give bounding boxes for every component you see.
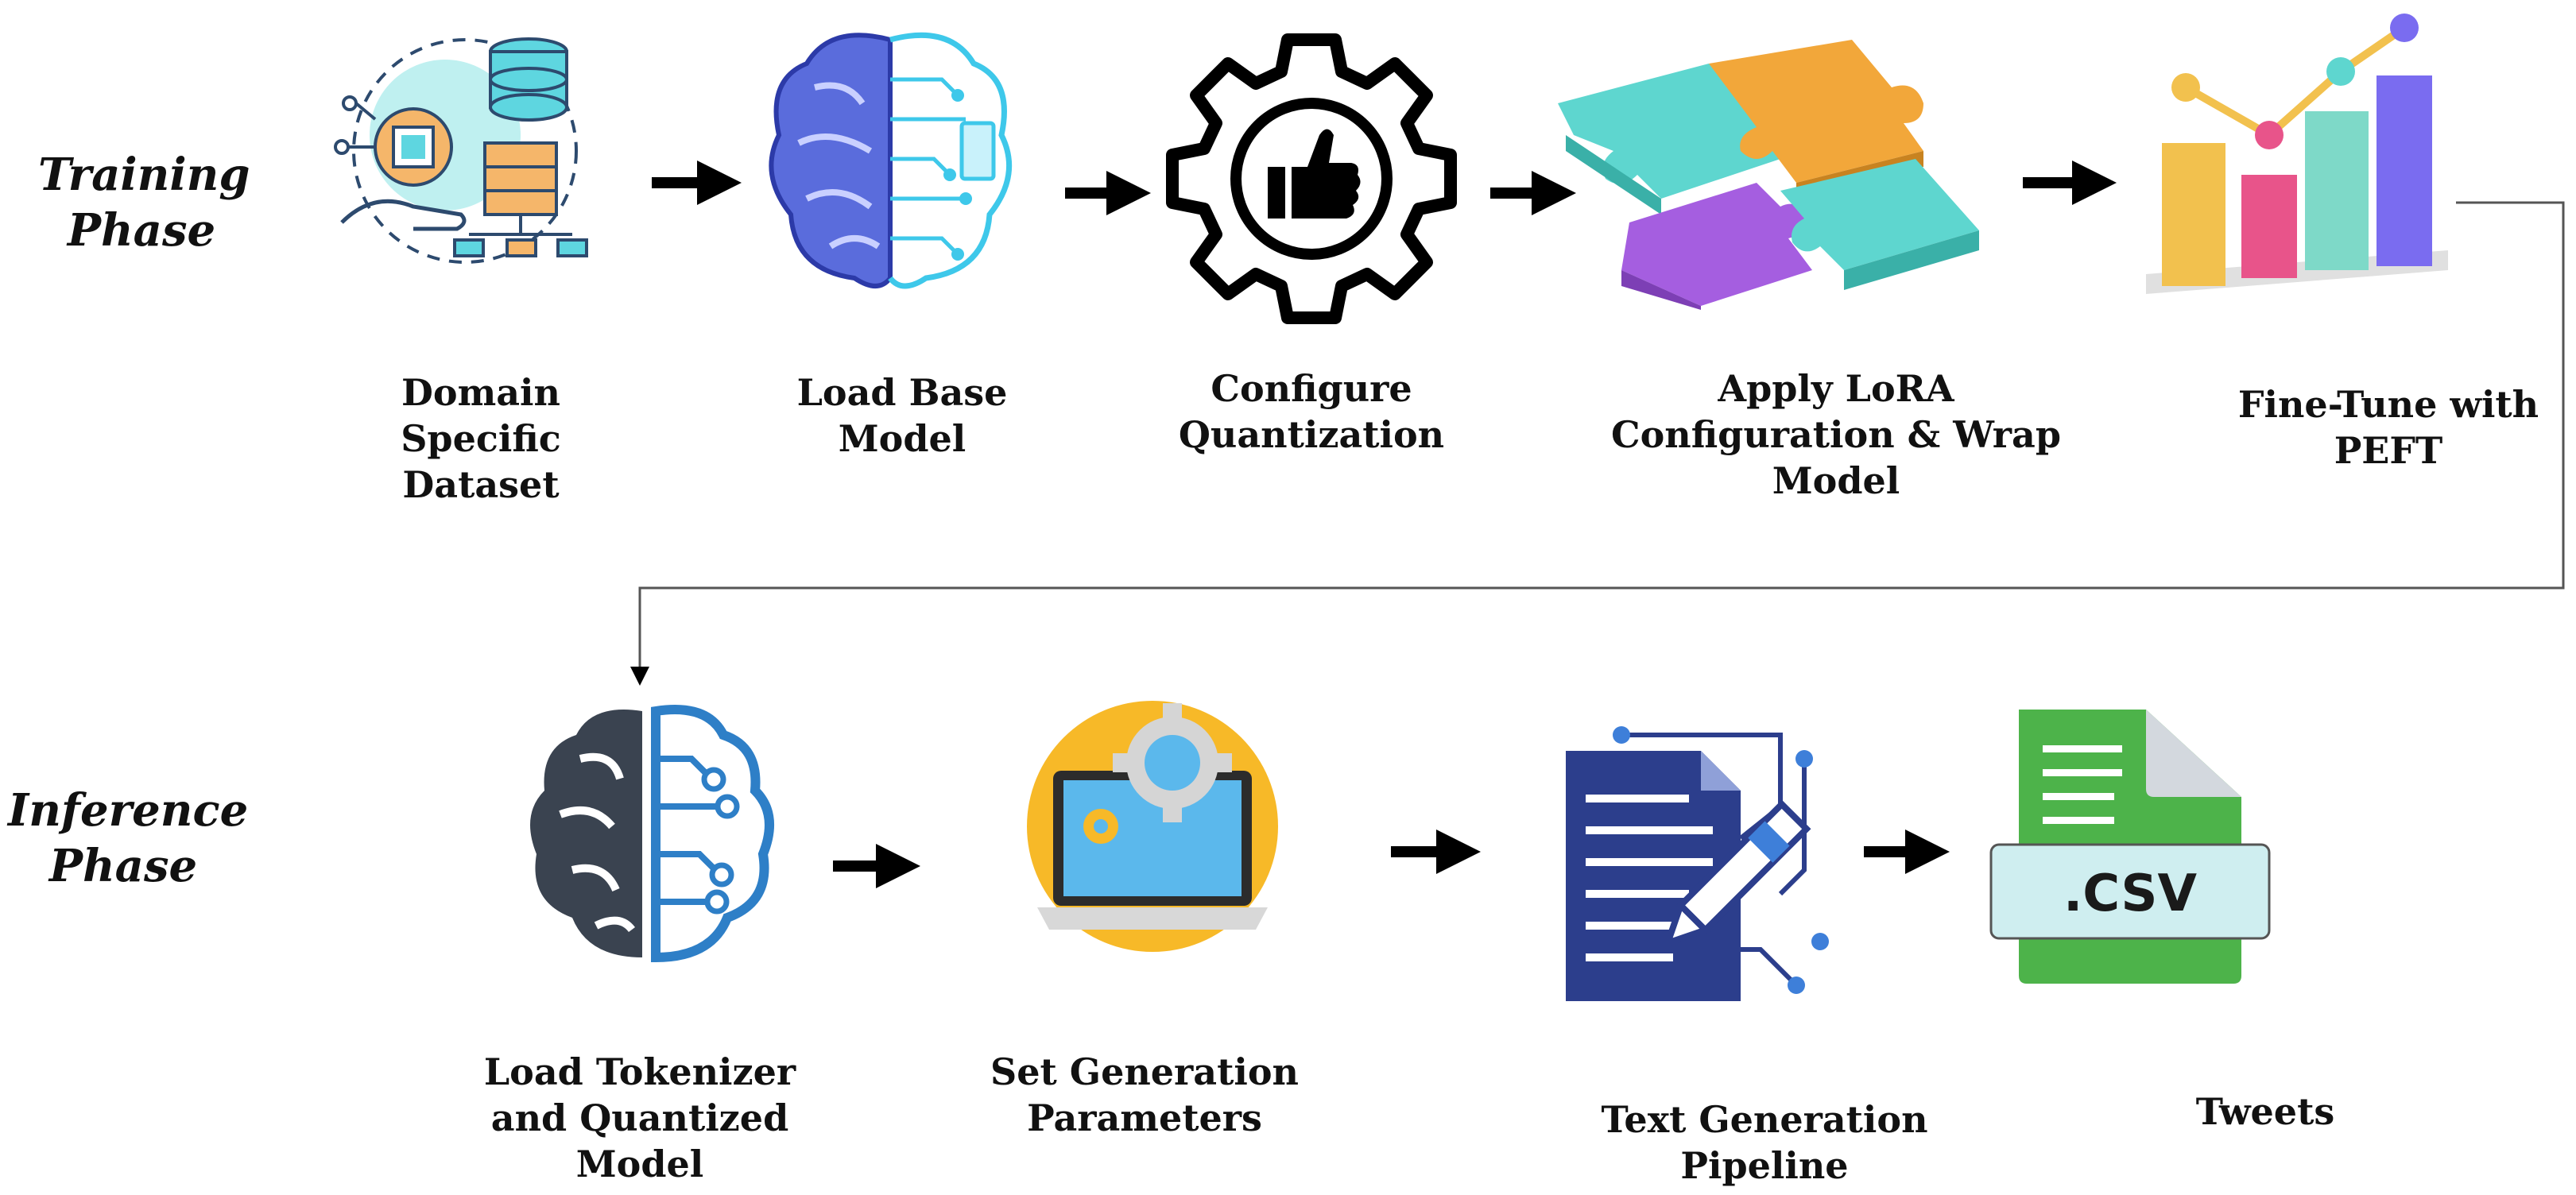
label-configure-quantization: Configure Quantization [1178, 367, 1445, 456]
label-apply-lora: Apply LoRA Configuration & Wrap Model [1610, 367, 2062, 502]
csv-badge-text: .CSV [2063, 864, 2198, 923]
label-fine-tune-peft: Fine-Tune with PEFT [2237, 383, 2539, 472]
document-pen-icon [1558, 719, 1860, 1005]
label-load-base-model: Load Base Model [796, 371, 1008, 460]
bar-chart-icon [2138, 8, 2456, 302]
circuit-brain-icon [759, 16, 1021, 302]
gear-thumbs-up-icon [1164, 32, 1458, 326]
training-phase-title: Training Phase [38, 149, 250, 257]
label-load-tokenizer: Load Tokenizer and Quantized Model [483, 1050, 796, 1185]
csv-file-icon: .CSV [1987, 706, 2273, 988]
brain-tokenizer-icon [517, 703, 779, 965]
label-tweets: Tweets [2195, 1090, 2335, 1133]
puzzle-icon [1542, 32, 2003, 310]
label-set-generation-parameters: Set Generation Parameters [990, 1050, 1299, 1139]
dataset-icon [326, 16, 604, 278]
label-text-generation-pipeline: Text Generation Pipeline [1601, 1098, 1928, 1187]
label-domain-specific-dataset: Domain Specific Dataset [401, 371, 561, 506]
laptop-settings-icon [1025, 699, 1280, 953]
inference-phase-title: Inference Phase [8, 784, 249, 892]
